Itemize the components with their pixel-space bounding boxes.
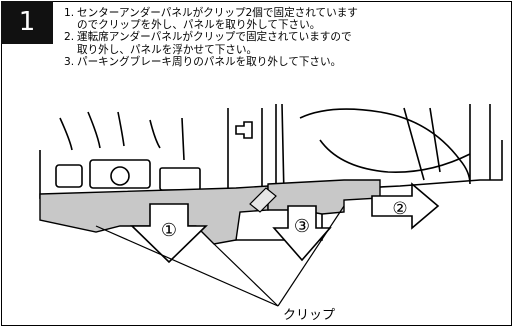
arrow-label-1: ① xyxy=(161,220,177,241)
step-number-badge: 1 xyxy=(1,1,53,44)
clip-leader-lines xyxy=(95,205,345,307)
arrow-3: ③ xyxy=(272,205,332,262)
instruction-item-2-continued: 取り外し、パネルを浮かせて下さい。 xyxy=(64,44,504,56)
arrow-1: ① xyxy=(130,203,208,264)
instruction-line: のでクリップを外し、パネルを取り外して下さい。 xyxy=(77,19,321,32)
instruction-item-2: 2.運転席アンダーパネルがクリップで固定されていますので xyxy=(64,31,504,43)
instruction-item-1-continued: のでクリップを外し、パネルを取り外して下さい。 xyxy=(64,19,504,31)
arrow-2: ② xyxy=(371,182,440,230)
dashboard-illustration: ① ③ ② xyxy=(39,103,503,307)
instruction-number: 3. xyxy=(64,55,75,68)
instruction-number: 1. xyxy=(64,7,75,19)
instruction-number: 2. xyxy=(64,31,75,44)
arrow-label-3: ③ xyxy=(294,216,310,237)
instruction-line: パーキングブレーキ周りのパネルを取り外して下さい。 xyxy=(77,55,342,68)
instruction-line: 運転席アンダーパネルがクリップで固定されていますので xyxy=(77,31,352,44)
instruction-item-3: 3.パーキングブレーキ周りのパネルを取り外して下さい。 xyxy=(64,56,504,68)
driver-under-panel xyxy=(267,179,381,215)
clip-label: クリップ xyxy=(283,308,336,323)
parking-brake-panel xyxy=(249,187,277,213)
under-panel-group xyxy=(39,179,381,245)
instruction-item-1: 1.センターアンダーパネルがクリップ2個で固定されています xyxy=(64,7,504,19)
instruction-list: 1.センターアンダーパネルがクリップ2個で固定されています のでクリップを外し、… xyxy=(64,7,504,68)
instruction-line: 取り外し、パネルを浮かせて下さい。 xyxy=(77,43,258,56)
instruction-line: センターアンダーパネルがクリップ2個で固定されています xyxy=(77,7,358,19)
dashboard-outline xyxy=(39,103,503,241)
arrow-label-2: ② xyxy=(392,199,407,219)
